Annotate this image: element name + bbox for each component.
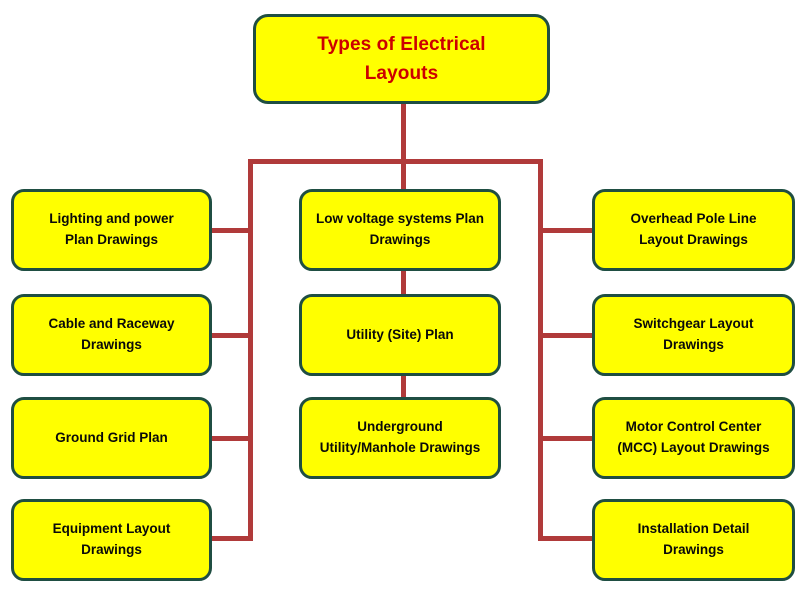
node-overhead-pole-line-layout-drawings: Overhead Pole Line Layout Drawings xyxy=(592,189,795,271)
connector-horizontal-bus xyxy=(248,159,543,164)
node-lighting-and-power-plan-drawings: Lighting and power Plan Drawings xyxy=(11,189,212,271)
node-switchgear-layout-drawings: Switchgear Layout Drawings xyxy=(592,294,795,376)
node-label: Ground Grid Plan xyxy=(55,429,168,445)
connector-right-spine xyxy=(538,159,543,541)
connector-right-stub-3 xyxy=(538,436,595,441)
node-utility-site-plan: Utility (Site) Plan xyxy=(299,294,501,376)
node-label: Utility (Site) Plan xyxy=(346,326,454,342)
connector-left-stub-1 xyxy=(209,228,251,233)
connector-left-stub-3 xyxy=(209,436,251,441)
node-label: Lighting and power Plan Drawings xyxy=(49,211,174,247)
node-installation-detail-drawings: Installation Detail Drawings xyxy=(592,499,795,581)
diagram-title-node: Types of Electrical Layouts xyxy=(253,14,550,104)
node-label: Equipment Layout Drawings xyxy=(52,521,171,557)
node-label: Switchgear Layout Drawings xyxy=(633,316,754,352)
connector-center-trunk xyxy=(401,159,406,191)
node-motor-control-center-layout-drawings: Motor Control Center (MCC) Layout Drawin… xyxy=(592,397,795,479)
connector-left-stub-4 xyxy=(209,536,251,541)
connector-right-stub-2 xyxy=(538,333,595,338)
connector-left-stub-2 xyxy=(209,333,251,338)
node-low-voltage-systems-plan-drawings: Low voltage systems Plan Drawings xyxy=(299,189,501,271)
connector-root-trunk xyxy=(401,104,406,164)
node-label: Installation Detail Drawings xyxy=(637,521,750,557)
node-label: Motor Control Center (MCC) Layout Drawin… xyxy=(617,419,770,455)
node-label: Underground Utility/Manhole Drawings xyxy=(319,419,481,455)
node-label: Low voltage systems Plan Drawings xyxy=(315,211,485,247)
node-label: Overhead Pole Line Layout Drawings xyxy=(630,211,757,247)
connector-right-stub-1 xyxy=(538,228,595,233)
connector-left-spine xyxy=(248,159,253,541)
node-ground-grid-plan: Ground Grid Plan xyxy=(11,397,212,479)
connector-right-stub-4 xyxy=(538,536,595,541)
connector-center-link-2 xyxy=(401,372,406,400)
node-cable-and-raceway-drawings: Cable and Raceway Drawings xyxy=(11,294,212,376)
connector-center-link-1 xyxy=(401,268,406,298)
diagram-title-label: Types of Electrical Layouts xyxy=(317,33,486,84)
node-equipment-layout-drawings: Equipment Layout Drawings xyxy=(11,499,212,581)
node-underground-utility-manhole-drawings: Underground Utility/Manhole Drawings xyxy=(299,397,501,479)
node-label: Cable and Raceway Drawings xyxy=(48,316,175,352)
